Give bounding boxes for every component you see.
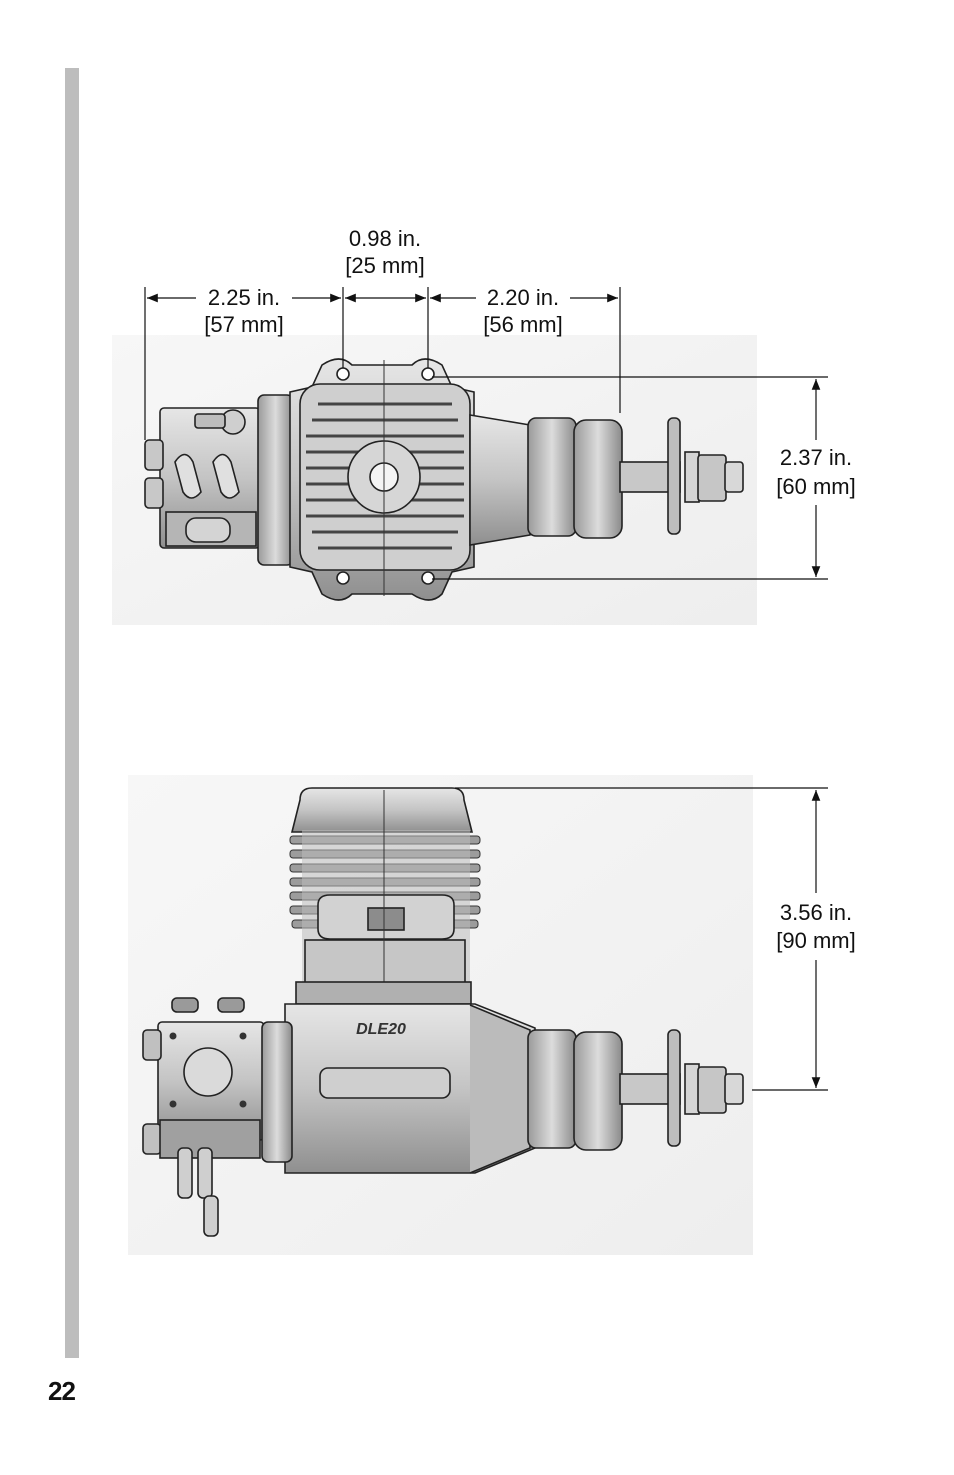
crankcase-label: DLE20 [356, 1021, 406, 1038]
crankcase-side: DLE20 [284, 981, 536, 1174]
dim-side-height-line1: 3.56 in. [780, 900, 852, 925]
dim-top-height-line1: 2.37 in. [780, 445, 852, 470]
side-view-engine: DLE20 [128, 775, 753, 1255]
top-view-engine [112, 335, 757, 625]
carburetor-side [142, 997, 293, 1237]
dim-side-height-line2: [90 mm] [776, 928, 855, 953]
top-view-dimension-lines [144, 287, 828, 580]
prop-drive-side [527, 1029, 744, 1151]
dim-center-line2: [25 mm] [345, 253, 424, 278]
dim-left-line2: [57 mm] [204, 312, 283, 337]
dim-top-height-line2: [60 mm] [776, 474, 855, 499]
intake-spacer-top [257, 394, 294, 566]
dim-right-line2: [56 mm] [483, 312, 562, 337]
cylinder-head-top [289, 358, 475, 601]
prop-drive-top [469, 414, 744, 546]
side-view-dimension-lines [455, 787, 828, 1091]
cylinder-side [289, 787, 481, 1010]
carburetor-top [144, 407, 261, 549]
dim-left-line1: 2.25 in. [208, 285, 280, 310]
dim-center-line1: 0.98 in. [349, 226, 421, 251]
dim-right-line1: 2.20 in. [487, 285, 559, 310]
page-number: 22 [48, 1376, 76, 1406]
page-side-bar [65, 68, 79, 1358]
